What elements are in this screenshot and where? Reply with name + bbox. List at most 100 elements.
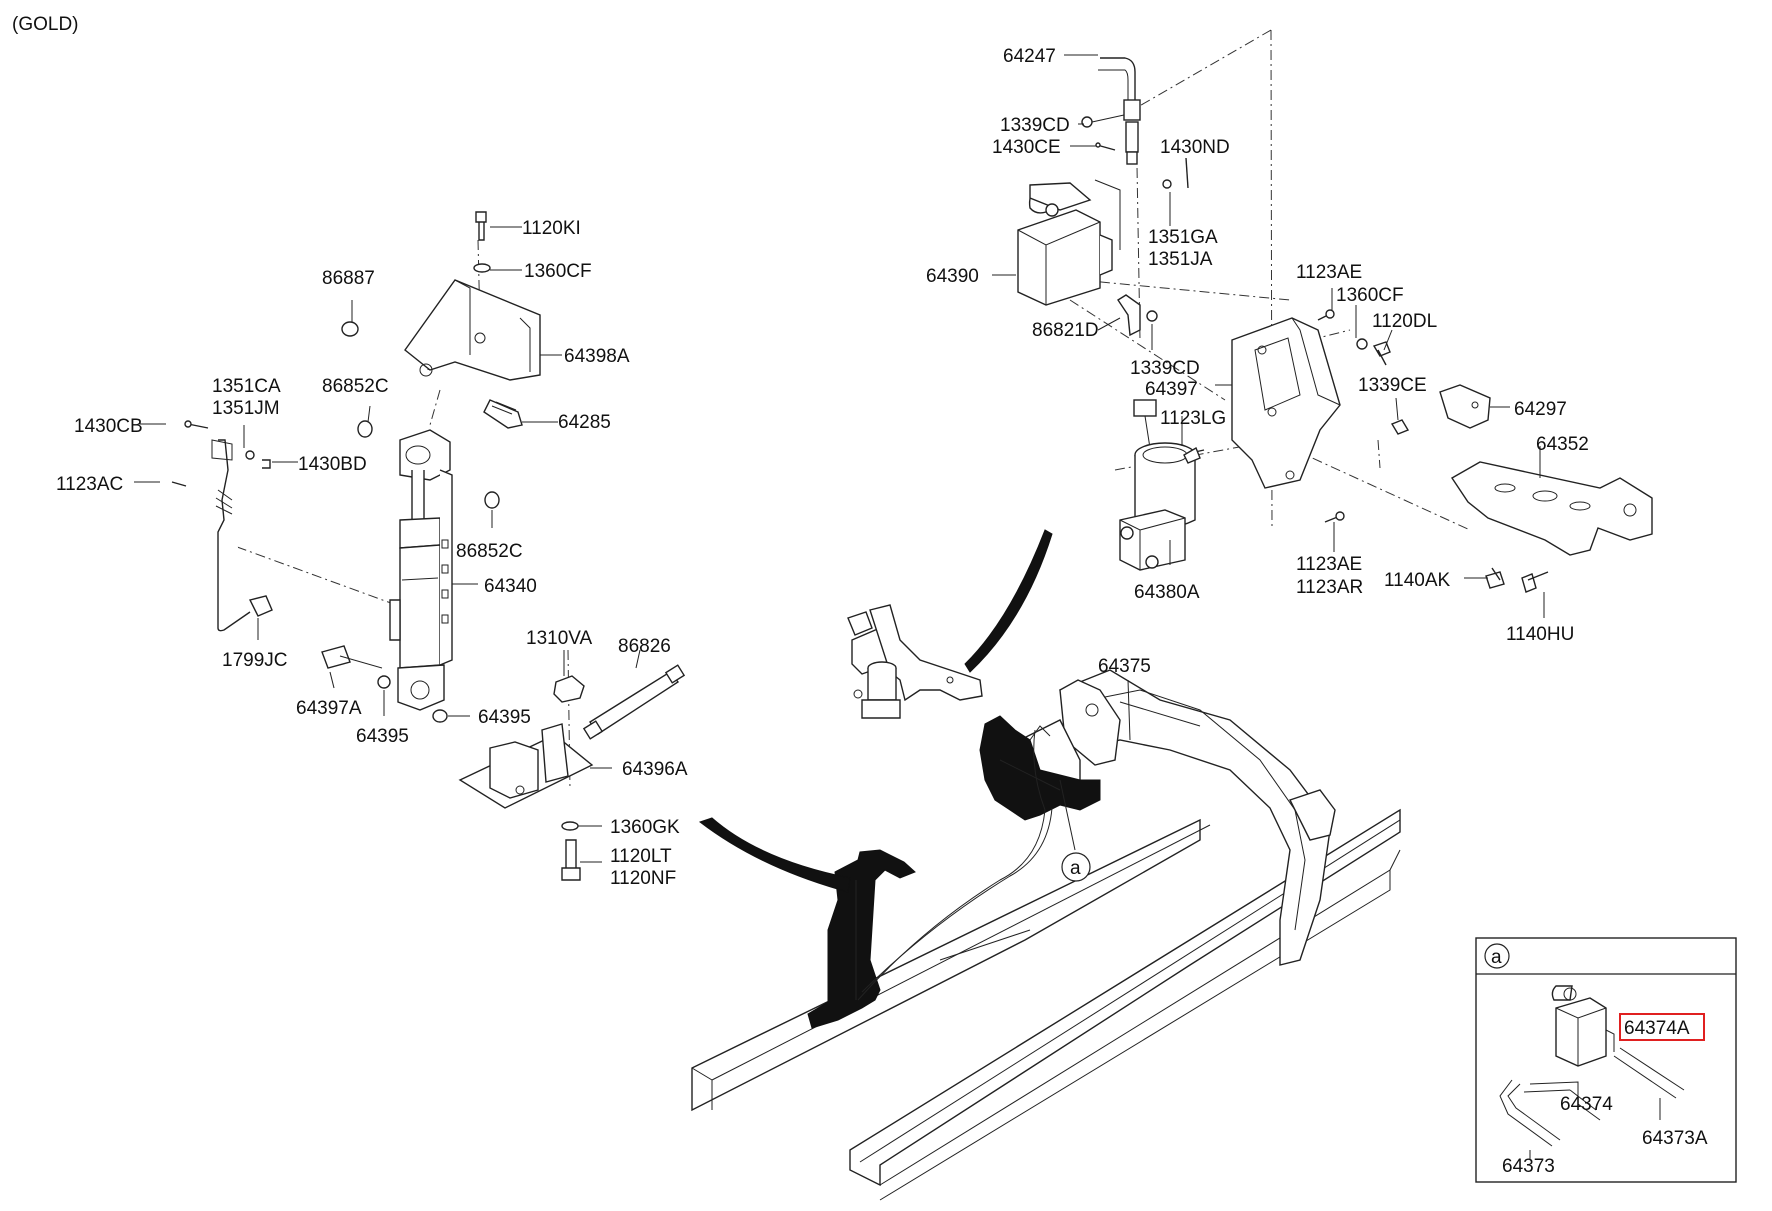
label-1123AC: 1123AC [56,474,123,495]
label-1339CD-mid: 1339CD [1130,358,1200,379]
label-86852C-top: 86852C [322,376,389,397]
crossmember-64352 [1451,461,1653,556]
chassis-frame [691,669,1401,1201]
label-1799JC: 1799JC [222,650,288,671]
label-1430ND: 1430ND [1160,137,1230,158]
label-86887: 86887 [322,268,375,289]
nut-1310VA [553,675,585,703]
nut-1339CE [1390,419,1410,435]
label-1120NF: 1120NF [610,868,676,889]
label-64397A: 64397A [296,698,362,719]
label-1351JM: 1351JM [212,398,280,419]
washer-86887 [341,321,359,337]
label-86852C-bot: 86852C [456,541,523,562]
label-64340: 64340 [484,576,537,597]
label-64247: 64247 [1003,46,1056,67]
label-64297: 64297 [1514,399,1567,420]
leaders-right [992,54,1545,618]
label-1123AR: 1123AR [1296,577,1363,598]
bracket-64297 [1439,384,1491,429]
callout-arrow-right [964,529,1053,673]
nut-1339CD-top [1081,116,1093,128]
installed-lift-center [979,715,1101,821]
tube-86826 [589,671,680,735]
label-1120KI: 1120KI [522,218,581,239]
washer-1351GA [1162,179,1172,189]
bolt-1123AC [171,481,187,487]
label-64390: 64390 [926,266,979,287]
bolt-64397A [321,645,351,669]
pin-64285 [483,399,523,429]
washer-86852C-bot [484,491,500,509]
label-1310VA: 1310VA [526,628,593,649]
bracket-64396A [458,723,594,809]
label-1120LT: 1120LT [610,846,672,867]
inset-ref-circle [1484,943,1510,969]
washer-86852C-top [357,420,373,438]
label-64380A: 64380A [1134,582,1200,603]
bracket-86821D [1117,294,1141,337]
nut-1351CA [245,450,255,460]
label-1140AK: 1140AK [1384,570,1451,591]
label-1123AE-bot: 1123AE [1296,554,1362,575]
label-1360CF-left: 1360CF [524,261,592,282]
washer-64395-a [377,675,391,689]
label-64397: 64397 [1145,379,1198,400]
clamp-1799JC [248,595,273,617]
label-86821D: 86821D [1032,320,1099,341]
label-1140HU: 1140HU [1506,624,1574,645]
label-1339CD-top: 1339CD [1000,115,1070,136]
label-64375: 64375 [1098,656,1151,677]
leaders-left [134,226,641,863]
cylinder-64340 [389,429,453,711]
label-64395-b: 64395 [478,707,531,728]
label-1123LG: 1123LG [1160,408,1226,429]
washer-1360CF-left [473,263,491,273]
lift-assembly-small [847,604,983,719]
hose-64247 [1100,57,1136,100]
bolt-1120DL [1372,341,1391,366]
inset-label-64374: 64374 [1560,1094,1613,1115]
lift-cylinder-assembly [171,211,686,881]
bolt-1140AK [1485,567,1505,589]
inset-ref-label: a [1491,947,1502,968]
label-64395-a: 64395 [356,726,409,747]
label-1120DL: 1120DL [1372,311,1437,332]
bolt-1140HU [1521,571,1549,593]
label-1351CA: 1351CA [212,376,281,397]
label-1123AE-top: 1123AE [1296,262,1362,283]
label-1430BD: 1430BD [298,454,367,475]
ref-a-label: a [1070,858,1081,879]
highlight-64374A [1619,1013,1705,1041]
washer-1360CF-right [1356,338,1368,350]
label-64398A: 64398A [564,346,630,367]
inset-label-64374A: 64374A [1624,1018,1690,1039]
inset-label-64373A: 64373A [1642,1128,1708,1149]
bracket-64398A [404,279,541,381]
label-1351GA: 1351GA [1148,227,1218,248]
compressor-assembly [1017,29,1653,593]
label-1339CE: 1339CE [1358,375,1427,396]
label-86826: 86826 [618,636,671,657]
inset-label-64373: 64373 [1502,1156,1555,1177]
label-64285: 64285 [558,412,611,433]
nut-1339CD-mid [1146,310,1158,322]
label-64396A: 64396A [622,759,688,780]
bolt-1120KI [475,211,487,241]
callout-arrow-left [698,817,851,893]
label-1430CE: 1430CE [992,137,1061,158]
washer-64395-b [432,709,448,723]
installed-lift-left [807,849,916,1029]
bracket-64397 [1231,317,1341,489]
bolt-1120LT [561,839,581,881]
fitting-top [1123,99,1141,121]
variant-label: (GOLD) [12,14,79,35]
cable-1351JM [217,439,251,632]
label-64352: 64352 [1536,434,1589,455]
label-1360CF-right: 1360CF [1336,285,1404,306]
inset-panel: a 64374A 64373A 64374 64373 [1475,937,1737,1183]
washer-1360GK [561,821,579,831]
label-1360GK: 1360GK [610,817,680,838]
compressor-64390 [1017,179,1121,306]
